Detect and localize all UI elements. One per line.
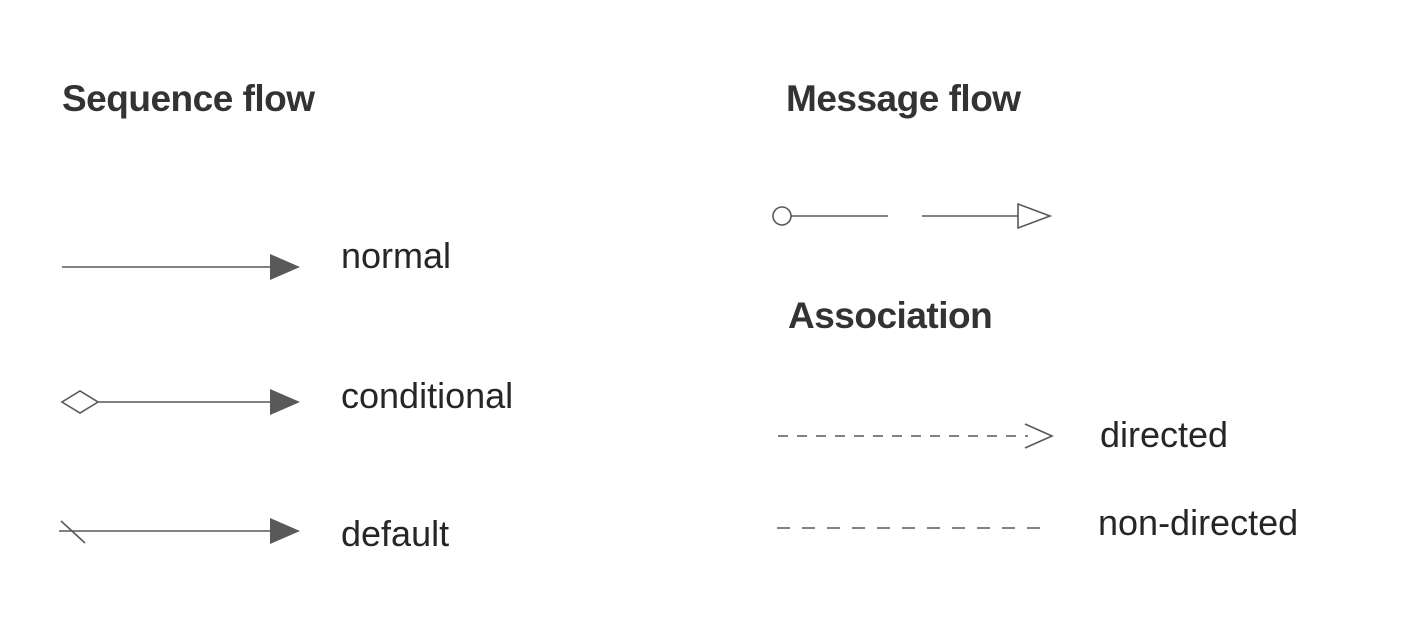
association-directed-connector bbox=[778, 423, 1054, 449]
message-flow-heading: Message flow bbox=[786, 78, 1021, 119]
association-directed-label: directed bbox=[1100, 414, 1229, 455]
association-heading: Association bbox=[788, 295, 993, 336]
sequence-flow-heading: Sequence flow bbox=[62, 78, 315, 119]
sequence-flow-normal-label: normal bbox=[341, 235, 452, 276]
association-non-directed-label: non-directed bbox=[1098, 502, 1299, 543]
sequence-flow-default-connector bbox=[59, 518, 300, 544]
hollow-triangle-arrowhead-icon bbox=[1017, 202, 1053, 230]
filled-triangle-arrowhead-icon bbox=[270, 254, 300, 280]
filled-triangle-arrowhead-icon bbox=[270, 389, 300, 415]
slash-marker-icon bbox=[60, 520, 86, 544]
hollow-diamond-marker-icon bbox=[60, 390, 100, 414]
association-non-directed-connector bbox=[777, 527, 1052, 529]
filled-triangle-arrowhead-icon bbox=[270, 518, 300, 544]
sequence-flow-conditional-label: conditional bbox=[341, 375, 514, 416]
hollow-circle-marker-icon bbox=[772, 206, 792, 226]
message-flow-connector bbox=[772, 202, 1053, 230]
sequence-flow-normal-connector bbox=[62, 254, 300, 280]
open-v-arrowhead-icon bbox=[1024, 423, 1054, 449]
sequence-flow-default-label: default bbox=[341, 513, 450, 554]
sequence-flow-conditional-connector bbox=[60, 389, 300, 415]
